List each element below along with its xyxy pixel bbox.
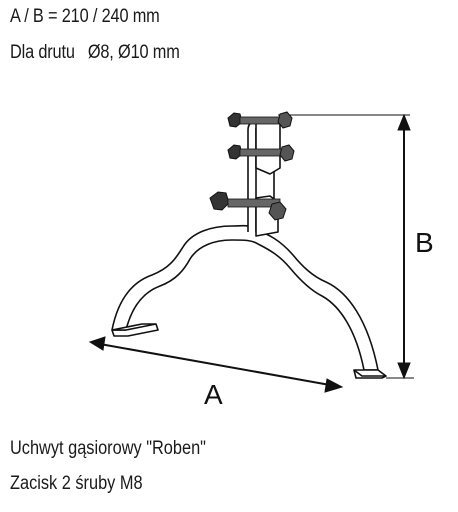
dimension-a-label: A xyxy=(204,379,223,410)
bracket-foot-left-front xyxy=(111,323,159,337)
dimension-b-arrow-bottom xyxy=(397,362,411,380)
bolt-middle xyxy=(227,144,295,162)
bracket-body xyxy=(111,117,387,379)
bracket-foot-left xyxy=(111,323,157,331)
product-fastening: Zacisk 2 śruby M8 xyxy=(10,473,143,494)
product-name: Uchwyt gąsiorowy "Roben" xyxy=(10,438,206,459)
dimension-a-arrow-right xyxy=(324,378,344,393)
bolt-lower-head xyxy=(209,191,230,211)
spec-dimensions: A / B = 210 / 240 mm xyxy=(10,6,160,27)
bracket-arch-outer xyxy=(111,224,379,371)
bolt-middle-nut xyxy=(279,144,295,162)
dimension-a-arrow-left xyxy=(88,336,106,351)
dimension-a xyxy=(88,336,344,393)
bracket-arch-inner xyxy=(125,239,365,371)
bolt-top-nut xyxy=(277,111,293,129)
bolt-lower-nut xyxy=(268,201,287,221)
spec-wire-diameter: Dla drutu Ø8, Ø10 mm xyxy=(10,42,180,63)
bolt-top-shank xyxy=(239,116,281,125)
bracket-clamp-plate xyxy=(255,117,281,175)
dimension-a-line xyxy=(99,343,331,386)
bolts xyxy=(209,111,295,221)
dimension-b-arrow-top xyxy=(397,113,411,131)
dimension-b xyxy=(278,113,414,380)
bolt-middle-shank xyxy=(239,148,283,157)
bracket-foot-right-front xyxy=(353,369,387,379)
bolt-lower xyxy=(209,191,287,221)
bracket-foot-right xyxy=(353,369,387,377)
bolt-top xyxy=(227,111,293,129)
dimension-b-label: B xyxy=(415,227,434,258)
